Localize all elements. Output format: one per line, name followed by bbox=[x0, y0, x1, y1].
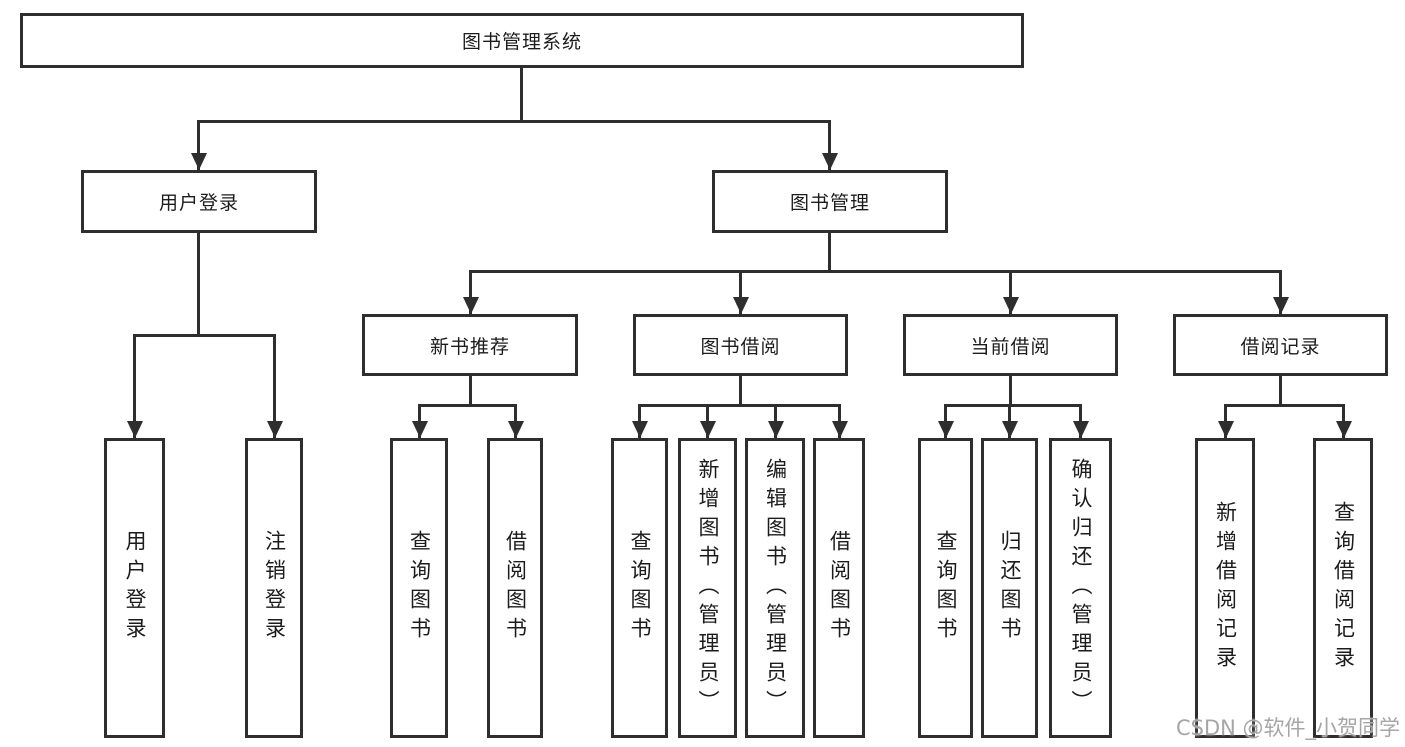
connector-line-vertical bbox=[828, 233, 831, 272]
arrow-down-icon bbox=[700, 421, 716, 438]
node-root-system: 图书管理系统 bbox=[20, 13, 1024, 68]
connector-line-vertical bbox=[828, 120, 831, 170]
node-branch-borrow-records: 借阅记录 bbox=[1173, 314, 1388, 376]
node-leaf-add-book-admin: 新增图书（管理员） bbox=[678, 438, 737, 738]
node-leaf-edit-book-admin: 编辑图书（管理员） bbox=[745, 438, 805, 738]
node-branch-user-login: 用户登录 bbox=[81, 170, 317, 233]
node-leaf-query-books-3: 查询图书 bbox=[918, 438, 973, 738]
arrow-down-icon bbox=[1003, 297, 1019, 314]
connector-line-horizontal bbox=[197, 120, 831, 123]
arrow-down-icon bbox=[412, 421, 428, 438]
arrow-down-icon bbox=[832, 421, 848, 438]
node-leaf-user-login: 用户登录 bbox=[104, 438, 165, 738]
node-leaf-query-books-1: 查询图书 bbox=[390, 438, 448, 738]
arrow-down-icon bbox=[1218, 421, 1234, 438]
node-leaf-query-borrow-record: 查询借阅记录 bbox=[1313, 438, 1373, 738]
arrow-down-icon bbox=[1273, 297, 1289, 314]
connector-line-horizontal bbox=[638, 404, 840, 407]
connector-line-vertical bbox=[739, 270, 742, 314]
connector-line-vertical bbox=[133, 334, 136, 438]
arrow-down-icon bbox=[463, 297, 479, 314]
node-branch-new-book-recommend: 新书推荐 bbox=[362, 314, 578, 376]
node-branch-book-borrow: 图书借阅 bbox=[633, 314, 848, 376]
node-leaf-query-books-2: 查询图书 bbox=[611, 438, 668, 738]
node-leaf-logout: 注销登录 bbox=[245, 438, 303, 738]
arrow-down-icon bbox=[733, 297, 749, 314]
connector-line-vertical bbox=[469, 270, 472, 314]
arrow-down-icon bbox=[768, 421, 784, 438]
connector-line-vertical bbox=[197, 233, 200, 336]
connector-line-horizontal bbox=[418, 404, 517, 407]
arrow-down-icon bbox=[127, 421, 143, 438]
node-leaf-add-borrow-record: 新增借阅记录 bbox=[1195, 438, 1255, 738]
connector-line-vertical bbox=[1009, 376, 1012, 406]
connector-line-horizontal bbox=[1224, 404, 1345, 407]
arrow-down-icon bbox=[1002, 421, 1018, 438]
node-leaf-confirm-return-admin: 确认归还（管理员） bbox=[1049, 438, 1112, 738]
csdn-watermark: CSDN @软件_小贺同学 bbox=[1176, 716, 1401, 740]
node-branch-current-borrow: 当前借阅 bbox=[903, 314, 1118, 376]
arrow-down-icon bbox=[1336, 421, 1352, 438]
arrow-down-icon bbox=[1073, 421, 1089, 438]
arrow-down-icon bbox=[938, 421, 954, 438]
arrow-down-icon bbox=[632, 421, 648, 438]
arrow-down-icon bbox=[267, 421, 283, 438]
connector-line-vertical bbox=[1009, 270, 1012, 314]
connector-line-vertical bbox=[1279, 376, 1282, 406]
connector-line-vertical bbox=[739, 376, 742, 406]
node-leaf-borrow-books-2: 借阅图书 bbox=[813, 438, 865, 738]
connector-line-vertical bbox=[469, 376, 472, 406]
arrow-down-icon bbox=[508, 421, 524, 438]
node-leaf-return-books: 归还图书 bbox=[981, 438, 1038, 738]
connector-line-vertical bbox=[197, 120, 200, 170]
arrow-down-icon bbox=[822, 153, 838, 170]
connector-line-horizontal bbox=[469, 270, 1281, 273]
connector-line-vertical bbox=[273, 334, 276, 438]
node-leaf-borrow-books-1: 借阅图书 bbox=[487, 438, 543, 738]
connector-line-vertical bbox=[520, 68, 523, 121]
connector-line-horizontal bbox=[944, 404, 1081, 407]
connector-line-horizontal bbox=[133, 334, 275, 337]
node-branch-book-management: 图书管理 bbox=[712, 170, 948, 233]
arrow-down-icon bbox=[191, 153, 207, 170]
connector-line-vertical bbox=[1279, 270, 1282, 314]
